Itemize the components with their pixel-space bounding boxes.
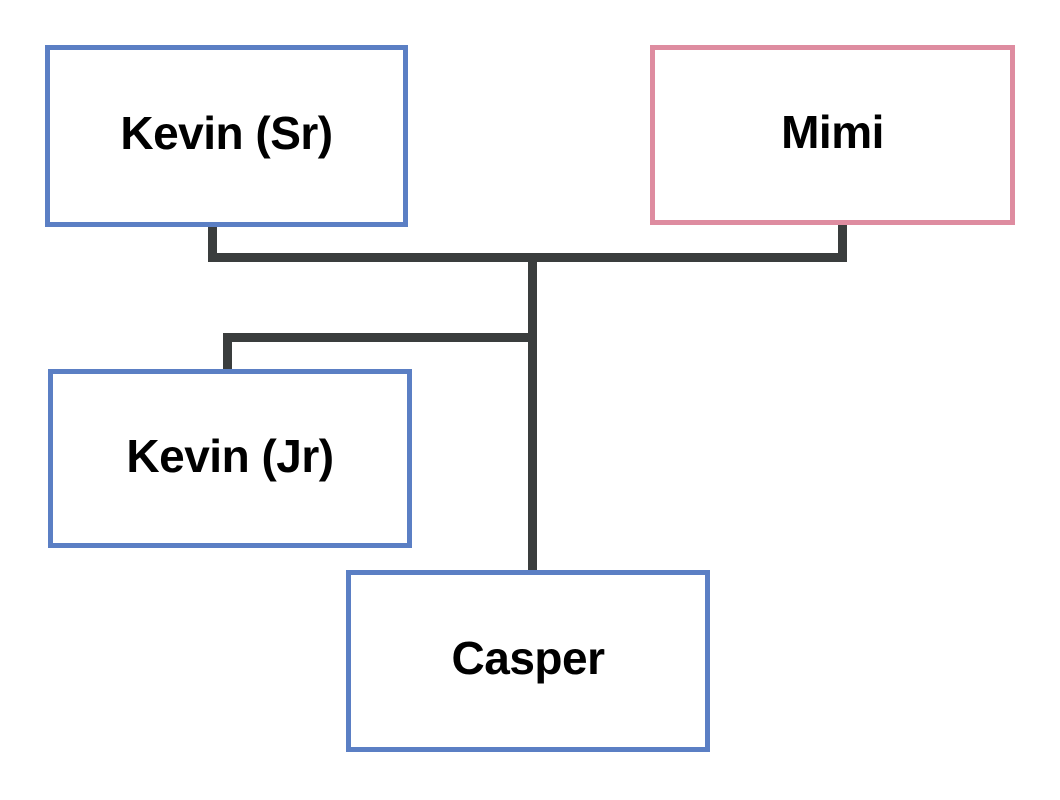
node-label-kevin-jr: Kevin (Jr) [126, 429, 334, 482]
node-mimi[interactable]: Mimi [650, 45, 1015, 225]
connector-branch-line [223, 333, 537, 342]
node-label-mimi: Mimi [781, 106, 884, 158]
node-label-casper: Casper [451, 632, 605, 684]
node-kevin-sr[interactable]: Kevin (Sr) [45, 45, 408, 227]
connector-mimi-drop [838, 223, 847, 262]
node-kevin-jr[interactable]: Kevin (Jr) [48, 369, 412, 548]
connector-spouse-line [208, 253, 847, 262]
connector-kevin-sr-drop [208, 225, 217, 262]
connector-kevin-jr-drop [223, 333, 232, 371]
node-label-kevin-sr: Kevin (Sr) [120, 107, 333, 159]
connector-descent-trunk [528, 253, 537, 573]
node-casper[interactable]: Casper [346, 570, 710, 752]
